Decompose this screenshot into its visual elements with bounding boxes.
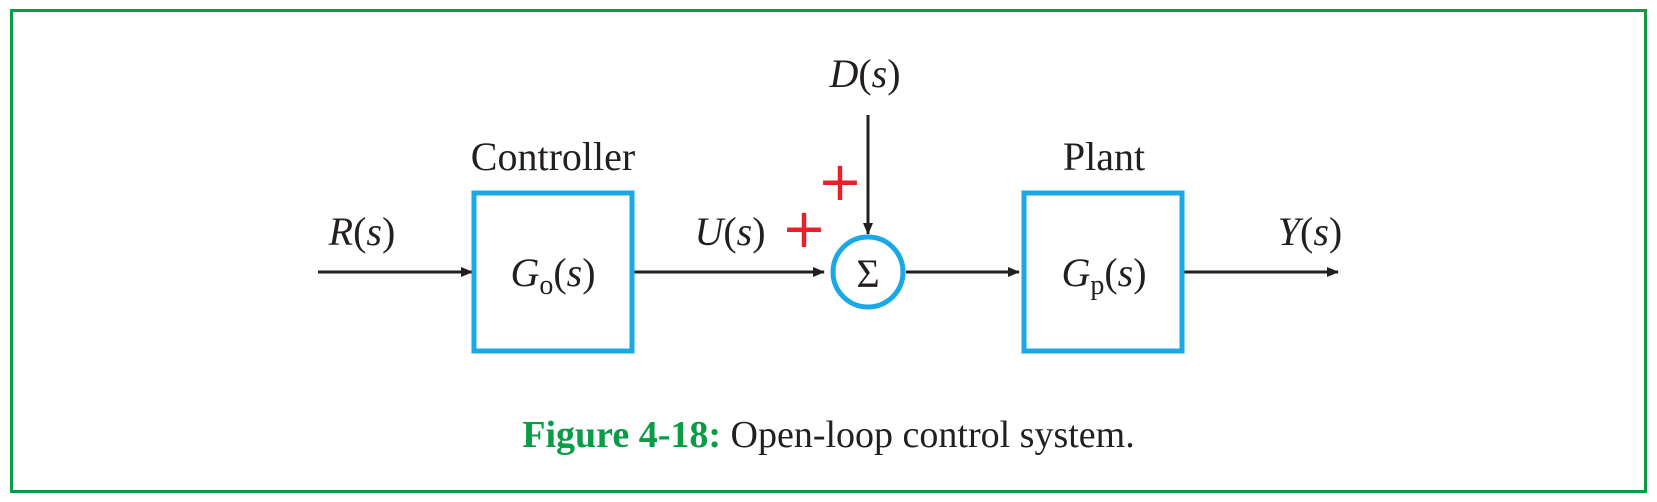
output-signal-label: Y(s) — [1278, 209, 1342, 254]
plant-transfer-function: Gp(s) — [1061, 250, 1146, 301]
plant-block — [1021, 190, 1185, 354]
disturbance-label: D(s) — [828, 51, 900, 96]
controller-title: Controller — [471, 134, 635, 179]
summing-junction — [830, 234, 906, 310]
input-signal-label: R(s) — [328, 209, 396, 254]
figure-number: Figure 4-18: — [522, 414, 722, 456]
controller-block — [471, 190, 635, 354]
plant-title: Plant — [1063, 134, 1145, 179]
controller-transfer-function: Go(s) — [510, 250, 595, 301]
figure-caption: Figure 4-18: Open-loop control system. — [0, 413, 1657, 457]
sign-left: + — [781, 197, 826, 260]
sigma-symbol: Σ — [856, 251, 879, 296]
figure-caption-text: Open-loop control system. — [730, 414, 1135, 456]
sign-top: + — [817, 150, 862, 213]
control-signal-label: U(s) — [694, 209, 765, 254]
figure-frame — [10, 9, 1647, 493]
